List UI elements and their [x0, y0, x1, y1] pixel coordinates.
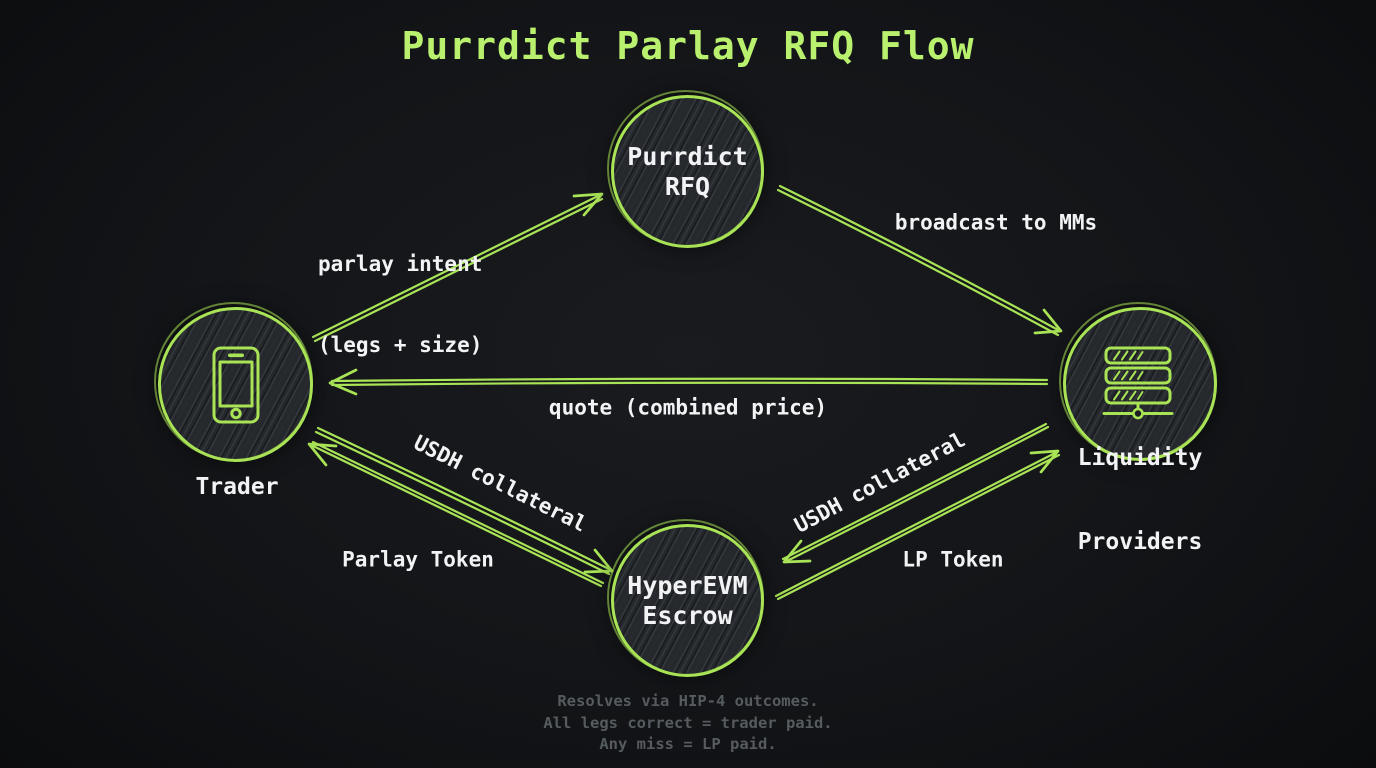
node-liquidity-providers-label-line2: Providers — [1077, 529, 1203, 555]
arrow-broadcast — [776, 184, 1063, 337]
arrow-parlay-intent — [311, 192, 604, 343]
arrow-parlay-token — [307, 440, 605, 588]
arrow-usdh-collateral-right — [781, 422, 1050, 564]
arrowhead — [1033, 308, 1063, 335]
diagram-title: Purrdict Parlay RFQ Flow — [401, 24, 975, 68]
arrow-quote — [328, 368, 1049, 396]
footer-line-1: Resolves via HIP-4 outcomes. — [557, 692, 819, 710]
edge-label-broadcast: broadcast to MMs — [894, 210, 1098, 235]
node-purrdict-rfq-label-line1: Purrdict — [627, 141, 748, 171]
edge-label-quote: quote (combined price) — [548, 395, 828, 420]
edge-label-parlay-intent-line1: parlay intent — [318, 252, 483, 276]
footer-line-2: All legs correct = trader paid. — [543, 713, 833, 732]
edge-label-parlay-intent: parlay intent (legs + size) — [318, 197, 482, 413]
server-rack-icon — [1102, 346, 1174, 420]
node-trader — [154, 302, 313, 462]
edge-label-lp-token: LP Token — [902, 547, 1004, 572]
arrowhead — [1029, 449, 1060, 474]
node-purrdict-rfq-label-line2: RFQ — [664, 171, 711, 201]
arrowhead — [572, 192, 604, 217]
node-hyperevm-escrow-label: HyperEVM Escrow — [627, 571, 747, 631]
node-liquidity-providers — [1059, 302, 1217, 461]
node-hyperevm-escrow-label-line2: Escrow — [642, 600, 733, 630]
node-purrdict-rfq-label: Purrdict RFQ — [627, 142, 747, 202]
arrow-usdh-collateral-left — [314, 426, 614, 576]
node-hyperevm-escrow: HyperEVM Escrow — [607, 519, 764, 677]
arrowhead — [307, 442, 338, 467]
node-trader-label: Trader — [195, 474, 279, 500]
node-liquidity-providers-label: Liquidity Providers — [1078, 388, 1203, 612]
edge-label-parlay-token: Parlay Token — [342, 547, 494, 572]
footer-line-3: Any miss = LP paid. — [599, 735, 777, 753]
footer-note: Resolves via HIP-4 outcomes. All legs co… — [0, 691, 1376, 756]
arrowhead — [782, 539, 812, 564]
node-liquidity-providers-label-line1: Liquidity — [1077, 445, 1203, 471]
arrow-lp-token — [774, 449, 1061, 601]
smartphone-icon — [212, 346, 259, 423]
edge-label-parlay-intent-line2: (legs + size) — [318, 333, 483, 357]
node-purrdict-rfq: Purrdict RFQ — [607, 90, 764, 248]
arrowhead — [328, 368, 358, 396]
arrowhead — [583, 548, 614, 574]
node-hyperevm-escrow-label-line1: HyperEVM — [627, 570, 748, 600]
